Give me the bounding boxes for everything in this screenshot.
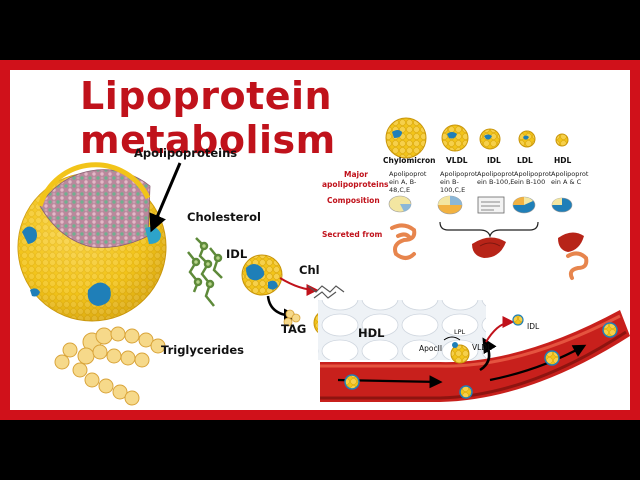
composition-ldl-pie — [512, 196, 536, 214]
row-label-composition: Composition — [327, 196, 380, 205]
apolipoproteins-label: Apolipoproteins — [134, 146, 238, 160]
idl-icon — [479, 128, 501, 150]
vldl-to-idl-arrow — [485, 316, 515, 343]
col-header-ldl: LDL — [517, 156, 533, 165]
vldl-icon — [441, 124, 469, 152]
triglyceride-molecule-illustration — [54, 326, 166, 406]
hdl-label: HDL — [358, 326, 385, 340]
vldl-label: VLDL — [472, 343, 492, 352]
liver-and-intestine-icon — [558, 232, 589, 280]
col-header-hdl: HDL — [554, 156, 572, 165]
triglycerides-label: Triglycerides — [161, 343, 244, 357]
apo-ldl: Apolipoprot ein B-100 — [514, 170, 552, 186]
hdl-icon — [555, 133, 569, 147]
col-header-chylomicron: Chylomicron — [383, 156, 436, 165]
col-header-idl: IDL — [487, 156, 501, 165]
idl-small-particle — [512, 314, 524, 326]
lipoprotein-particle-illustration — [17, 162, 167, 322]
lpl-label: LPL — [454, 328, 466, 336]
apolipoprotein-pointer-arrow — [149, 162, 182, 233]
row-label-secreted-from: Secreted from — [322, 230, 383, 239]
composition-chylomicron-pie — [388, 195, 412, 213]
apo-idl: Apolipoprot ein B-100,E — [477, 170, 515, 186]
cholesterol-molecule-illustration — [187, 237, 223, 307]
page-title: Lipoprotein metabolism — [80, 74, 336, 162]
chl-label: Chl — [299, 263, 320, 277]
cholesterol-label: Cholesterol — [187, 210, 261, 224]
composition-vldl-pie — [437, 195, 463, 215]
composition-idl-box — [477, 196, 505, 214]
chl-molecule-small — [307, 285, 345, 299]
apo-hdl: Apolipoprot ein A & C — [551, 170, 589, 186]
idl-particle — [241, 254, 283, 296]
apo-vldl: Apolipoprot ein B-100,C,E — [440, 170, 478, 194]
bracket-vldl-idl-ldl — [439, 221, 539, 238]
idl-label: IDL — [226, 247, 248, 261]
intestine-icon — [390, 223, 417, 260]
chylomicron-icon — [385, 117, 427, 159]
apocii-label: ApocII — [419, 344, 443, 353]
row-label-major: Major — [344, 170, 368, 179]
composition-hdl-pie — [551, 197, 573, 213]
tag-molecule-small — [283, 309, 301, 327]
row-label-apolipoproteins: apolipoproteins — [322, 180, 389, 189]
col-header-vldl: VLDL — [446, 156, 468, 165]
vldl-at-endothelium — [443, 336, 470, 364]
blood-vessel — [320, 310, 630, 402]
apo-chylomicron: Apolipoprot ein A, B-48,C,E — [389, 170, 427, 194]
tag-label: TAG — [281, 322, 307, 336]
vldl-uptake-arrow — [479, 337, 497, 372]
liver-icon — [472, 237, 506, 258]
idl-small-label: IDL — [527, 322, 540, 331]
ldl-icon — [518, 130, 536, 148]
